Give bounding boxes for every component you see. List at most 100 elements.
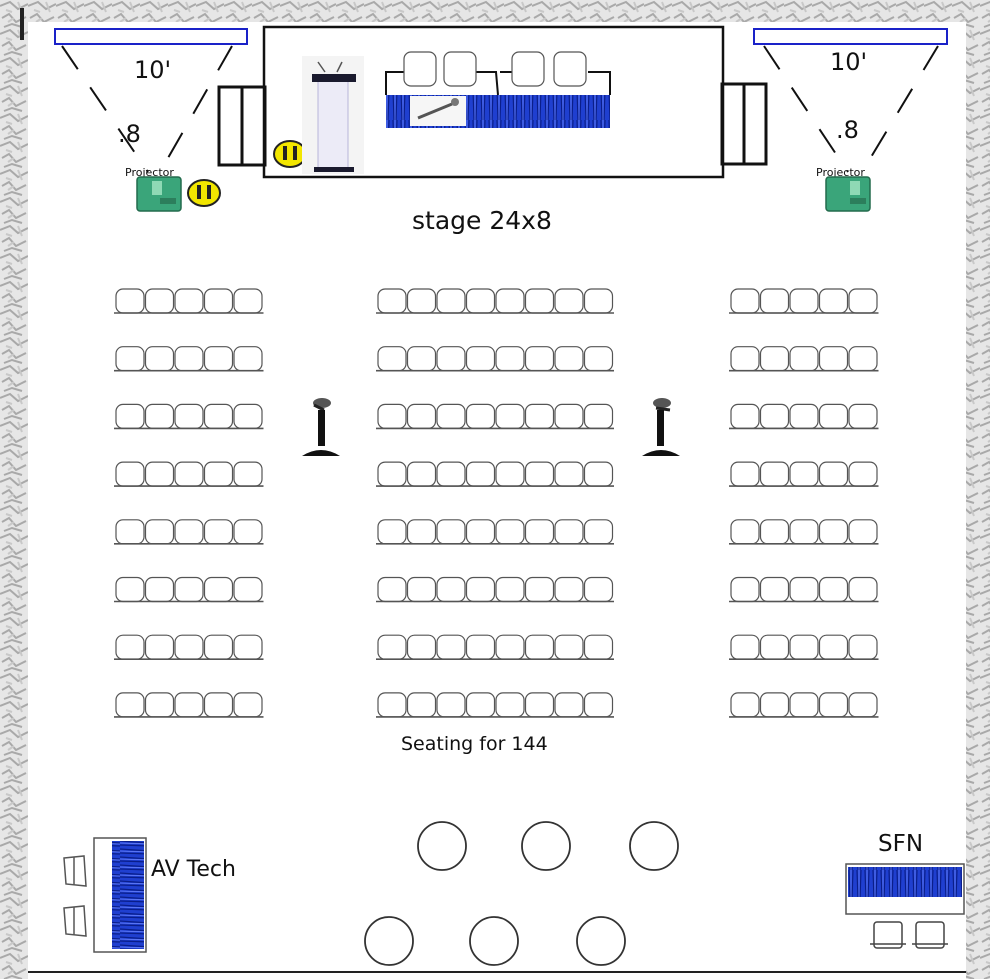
seat-row-left [114,461,264,487]
seat [554,403,584,429]
seat [495,461,525,487]
seat [495,634,525,660]
seat [465,692,496,718]
seat [436,346,466,372]
seat [495,519,525,545]
seat [730,634,760,660]
seat [436,576,466,603]
seat [115,634,145,660]
seat-row-right [729,576,879,603]
sfn-label: SFN [878,831,923,857]
round-table [417,821,467,871]
seat [233,519,263,545]
seat [377,461,407,487]
seat [759,461,790,487]
seat [115,461,145,487]
seat [115,692,145,718]
round-tables [364,821,679,966]
seat-row-left [114,634,264,661]
seat [377,576,407,603]
seat-row-right [729,519,879,545]
round-table [629,821,679,871]
seat [144,692,175,718]
seat [759,288,790,314]
seat [759,519,790,545]
seat [174,519,204,545]
projection-screen-left [54,28,248,45]
round-table [364,916,414,966]
seat [848,288,878,314]
seat [818,692,849,718]
seat [524,692,555,718]
seat [583,288,614,314]
seat [144,576,175,603]
seat [203,288,234,314]
seat [554,519,584,545]
seat [406,461,437,487]
seat [848,519,878,545]
seat [144,519,175,545]
seat [524,519,555,545]
stage-label: stage 24x8 [412,206,552,235]
screen-right-width-label: 10' [830,48,867,76]
projection-screen-right [753,28,948,45]
seat [115,576,145,603]
seat [233,634,263,660]
speaker-right-icon [720,82,768,166]
seat [233,692,263,718]
seat-row-center [376,288,614,314]
seat [377,519,407,545]
seat [524,288,555,314]
sfn-station [845,863,965,949]
seat [730,519,760,545]
seat [436,692,466,718]
seat [789,461,819,487]
seat [174,403,204,429]
seat-row-center [376,403,614,430]
round-table [576,916,626,966]
seat [759,634,790,660]
seat [203,346,234,372]
seat [436,461,466,487]
seat [465,288,496,314]
seat [848,634,878,660]
seat-row-right [729,288,879,314]
seat-row-left [114,288,264,314]
seat [848,403,878,429]
room-floor [28,22,966,972]
seat [203,576,234,603]
seat [144,634,175,660]
seat-row-left [114,576,264,603]
seat [554,346,584,372]
round-table [521,821,571,871]
seat [524,461,555,487]
seat [789,634,819,660]
seat-row-center [376,576,614,603]
seat [203,692,234,718]
seat [848,461,878,487]
seat [465,403,496,429]
speaker-left-icon [217,85,267,167]
seat [789,346,819,372]
seat-row-left [114,346,264,372]
seat [465,576,496,603]
seat-row-center [376,692,614,718]
seat [583,461,614,487]
seat [377,346,407,372]
seating-label: Seating for 144 [401,733,548,755]
seat [583,634,614,660]
screen-left-distance-label: .8 [118,120,141,148]
seat [554,692,584,718]
seat [203,461,234,487]
seat [377,634,407,660]
seat-row-right [729,403,879,430]
seat [583,346,614,372]
round-table [469,916,519,966]
seat [377,692,407,718]
seat [730,461,760,487]
seat [144,461,175,487]
seat [583,403,614,429]
power-outlet-icon [187,179,221,207]
seat [406,576,437,603]
seat [818,288,849,314]
